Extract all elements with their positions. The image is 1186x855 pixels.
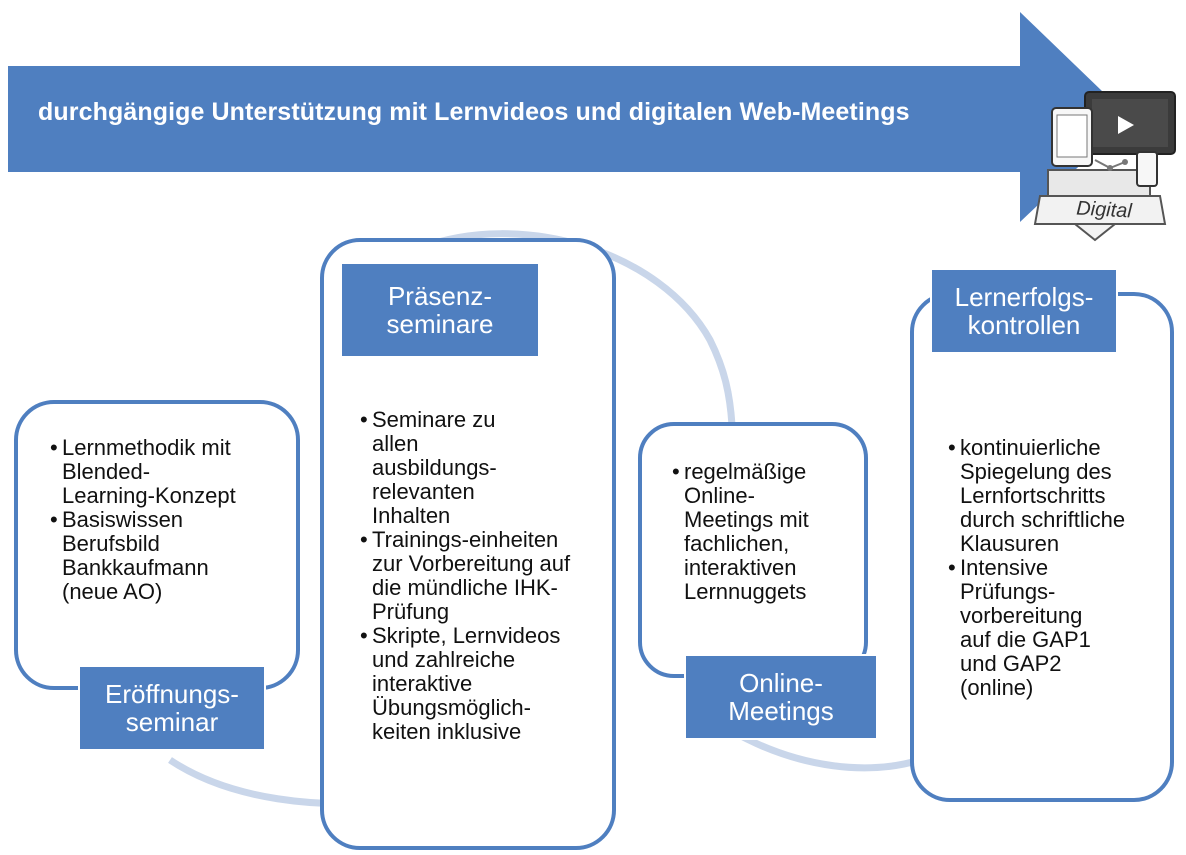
stage-card-online-meetings: regelmäßige Online-Meetings mit fachlich…: [638, 422, 868, 678]
list-item: Trainings-einheiten zur Vorbereitung auf…: [360, 528, 592, 624]
list-item: Seminare zu allen ausbildungs-relevanten…: [360, 408, 542, 528]
stage-label-text: Eröffnungs- seminar: [105, 679, 239, 737]
banner-text: durchgängige Unterstützung mit Lernvideo…: [38, 98, 910, 126]
stage-label-text: Lernerfolgs- kontrollen: [954, 282, 1094, 340]
stage-label-classroom-seminars: Präsenz- seminare: [340, 262, 540, 358]
stage-label-text: Präsenz- seminare: [386, 281, 494, 339]
list-item: Intensive Prüfungs-vorbereitung auf die …: [948, 556, 1110, 700]
stage-items: regelmäßige Online-Meetings mit fachlich…: [672, 460, 847, 604]
banner-arrow: [8, 12, 1130, 222]
stage-card-learning-checks: kontinuierliche Spiegelung des Lernforts…: [910, 292, 1174, 802]
list-item: Basiswissen Berufsbild Bankkaufmann (neu…: [50, 508, 242, 604]
digital-icon-label: Digital: [1075, 197, 1133, 223]
stage-items: Lernmethodik mit Blended-Learning-Konzep…: [50, 436, 270, 604]
digital-devices-icon: [1033, 91, 1176, 242]
list-item: Skripte, Lernvideos und zahlreiche inter…: [360, 624, 562, 744]
list-item: kontinuierliche Spiegelung des Lernforts…: [948, 436, 1140, 556]
connector-arc-3: [728, 726, 922, 772]
stage-items: kontinuierliche Spiegelung des Lernforts…: [948, 436, 1158, 700]
stage-label-opening-seminar: Eröffnungs- seminar: [78, 665, 266, 751]
stage-label-online-meetings: Online- Meetings: [684, 654, 878, 740]
stage-label-learning-checks: Lernerfolgs- kontrollen: [930, 268, 1118, 354]
connector-arc-2: [418, 230, 736, 426]
stage-label-text: Online- Meetings: [728, 668, 834, 726]
stage-items: Seminare zu allen ausbildungs-relevanten…: [360, 408, 600, 744]
list-item: Lernmethodik mit Blended-Learning-Konzep…: [50, 436, 242, 508]
list-item: regelmäßige Online-Meetings mit fachlich…: [672, 460, 844, 604]
stage-card-opening-seminar: Lernmethodik mit Blended-Learning-Konzep…: [14, 400, 300, 690]
